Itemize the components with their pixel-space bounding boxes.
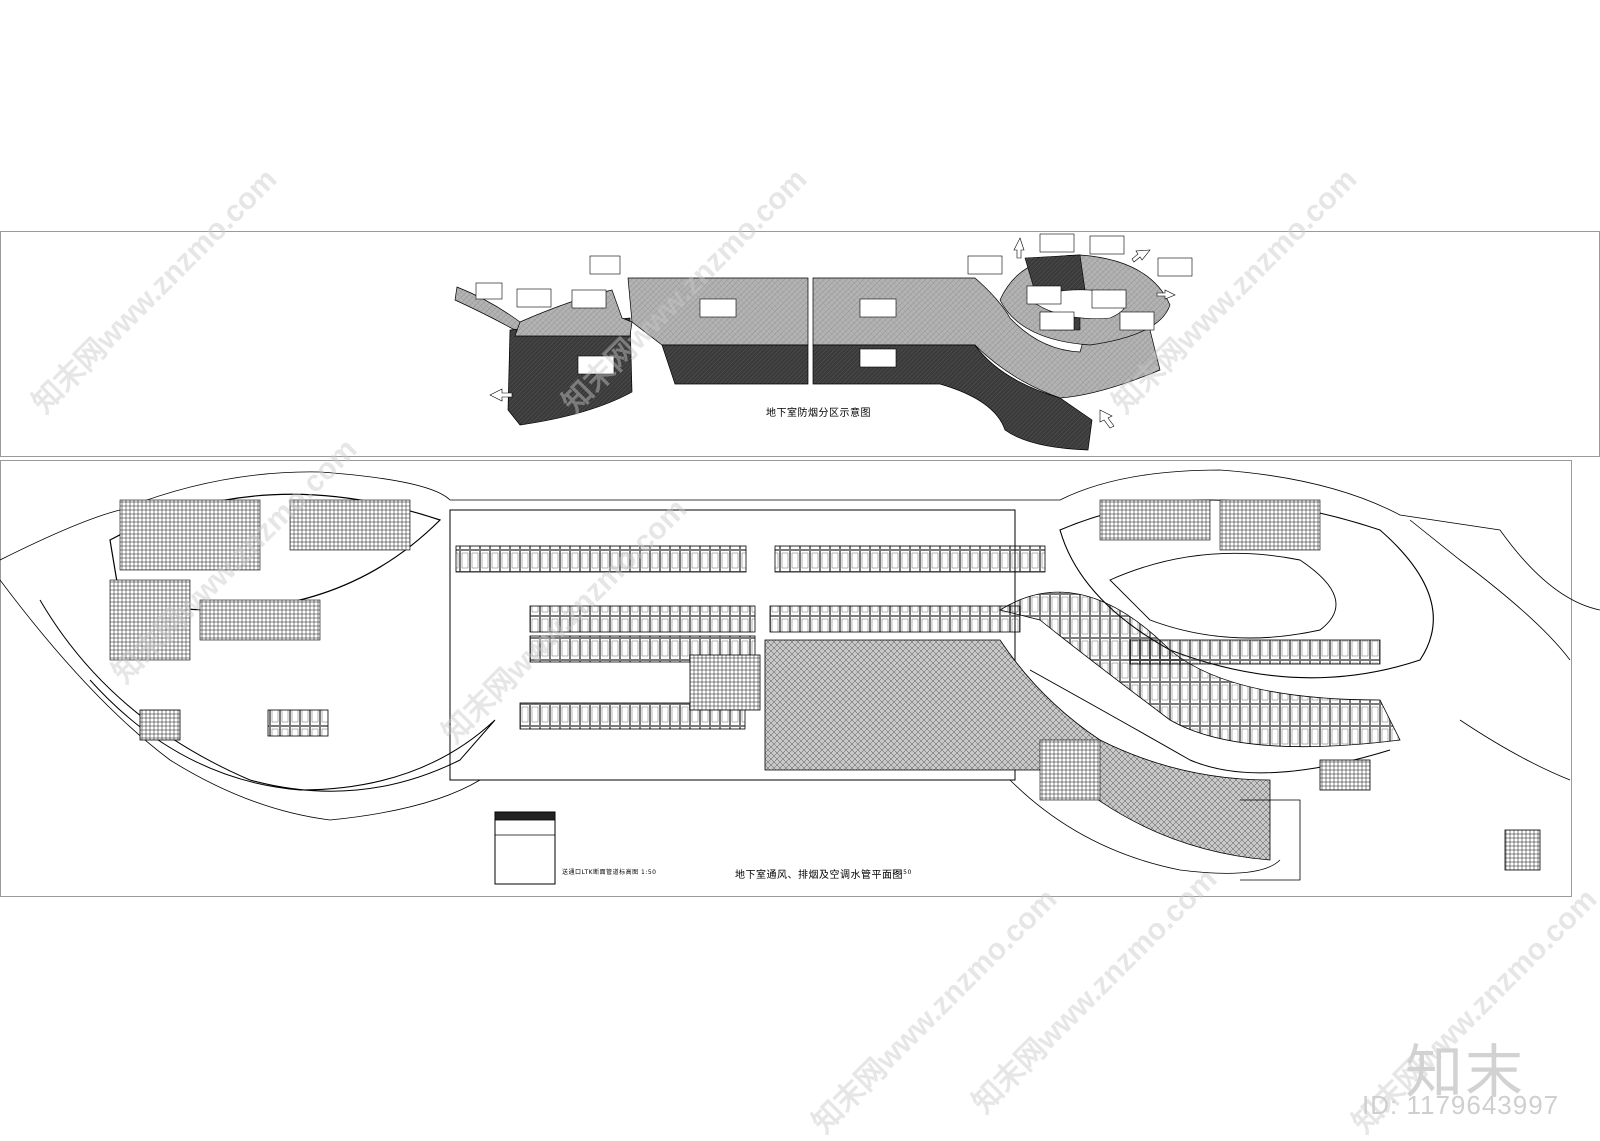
zone-label-box — [699, 298, 737, 318]
zone-label-box — [859, 298, 897, 318]
zone-label-box — [1026, 285, 1062, 305]
parking-small-left — [267, 709, 329, 737]
grid-zone — [764, 639, 1271, 861]
watermark-id: ID: 1179643997 — [1362, 1090, 1560, 1120]
ventilation-plan — [0, 469, 1600, 885]
right-detail-box — [1504, 829, 1541, 871]
zone-label-box — [859, 348, 897, 368]
equipment-left-a — [119, 499, 261, 571]
zone-label-box — [1039, 233, 1075, 253]
watermark-logo: 知末 — [1405, 1038, 1526, 1106]
zone-center-right-dark — [812, 344, 1093, 451]
parking-row-5 — [769, 605, 1021, 633]
equipment-right-a — [1099, 499, 1211, 541]
parking-row-1 — [455, 545, 747, 573]
smoke-zone-plan — [454, 233, 1193, 451]
exit-arrow-right-2 — [1156, 289, 1176, 300]
zone-label-box — [475, 282, 503, 300]
equipment-left-d — [289, 499, 411, 551]
zone-center-left-dark — [661, 344, 809, 385]
detail-fill — [494, 811, 556, 821]
exit-arrow-top — [1013, 237, 1025, 259]
zone-label-box — [1039, 311, 1075, 331]
detail-title: 送通口LTK断面管道标高图 1:50 — [562, 869, 657, 876]
exit-arrow-left — [489, 388, 513, 402]
stair-right — [1319, 759, 1371, 791]
zone-label-box — [1119, 311, 1155, 331]
ventilation-plan-title: 地下室通风、排烟及空调水管平面图 — [735, 870, 903, 881]
s-curve-band-outer — [998, 591, 1401, 748]
right-lower-edge — [1240, 799, 1301, 881]
parking-row-3 — [529, 605, 756, 633]
zone-label-box — [589, 255, 621, 275]
right-ring-parking — [1129, 639, 1381, 665]
smoke-zone-title: 地下室防烟分区示意图 — [766, 408, 871, 419]
s-curve-band-inner — [1029, 669, 1391, 774]
equipment-left-b — [109, 579, 191, 661]
right-boundary — [1409, 519, 1571, 781]
ventilation-plan-scale: 1:150 — [892, 869, 912, 876]
equipment-right-c — [1039, 739, 1101, 801]
zone-label-box — [516, 288, 552, 308]
exit-arrow-right — [1099, 409, 1115, 429]
zone-label-box — [1157, 257, 1193, 277]
outer-boundary-lower — [0, 579, 1281, 874]
zone-label-box — [577, 355, 615, 375]
detail-box — [494, 811, 556, 885]
zone-label-box — [571, 289, 607, 309]
grid-zone-left — [689, 654, 761, 711]
equipment-left-c — [199, 599, 321, 641]
parking-row-2 — [774, 545, 1046, 573]
stair-left — [139, 709, 181, 741]
zone-left-dark — [507, 317, 633, 426]
zone-label-box — [967, 255, 1003, 275]
zone-label-box — [1089, 235, 1125, 255]
central-block — [449, 509, 1016, 781]
right-ring-inner — [1109, 552, 1337, 639]
exit-arrow-top-right — [1131, 249, 1151, 263]
zone-label-box — [1091, 289, 1127, 309]
equipment-right-b — [1219, 499, 1321, 551]
